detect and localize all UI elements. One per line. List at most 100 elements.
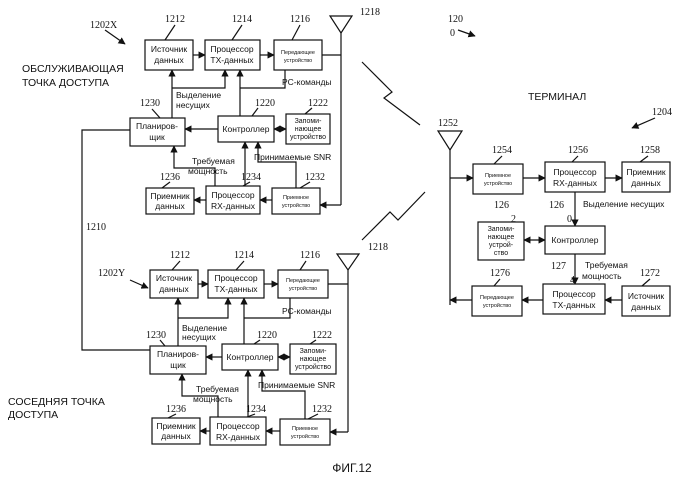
neighbor-ap-ref: 1202Y [98, 268, 125, 279]
serving-required-power-label-1: Требуемая [192, 156, 235, 166]
serving-tx-processor-leader [232, 25, 242, 40]
terminal-memory-label-4: ство [494, 250, 508, 257]
neighbor-rx-processor-label-1: Процессор [216, 421, 259, 431]
neighbor-controller-label: Контроллер [227, 352, 274, 362]
serving-data-sink-ref: 1236 [160, 172, 180, 183]
neighbor-data-source-label-1: Источник [156, 273, 193, 283]
serving-memory-label-2: нающее [295, 126, 322, 133]
terminal-data-source-leader [642, 279, 650, 286]
serving-rx-processor-label-1: Процессор [211, 190, 254, 200]
serving-controller-label: Контроллер [223, 124, 270, 134]
serving-rx-processor-ref: 1234 [241, 172, 261, 183]
terminal-rx-processor-ref: 1256 [568, 145, 588, 156]
terminal-receiver-label-2: устройство [484, 180, 512, 187]
neighbor-antenna-ref: 1218 [368, 242, 388, 253]
terminal-ref-arrow [632, 118, 655, 128]
neighbor-wireless-link-icon [362, 192, 425, 240]
terminal-ref: 1204 [652, 107, 672, 118]
wireless-links [362, 62, 425, 240]
neighbor-tx-processor-leader [236, 261, 244, 270]
terminal-antenna-icon [438, 131, 462, 150]
terminal-data-sink-ref: 1258 [640, 145, 660, 156]
terminal-tx-processor-label-2: TX-данных [552, 300, 596, 310]
neighbor-transmitter-leader [300, 261, 306, 270]
serving-antenna-ref: 1218 [360, 7, 380, 18]
serving-antenna-icon [330, 16, 352, 33]
neighbor-tx-processor-ref: 1214 [234, 250, 254, 261]
serving-access-point: ОБСЛУЖИВАЮЩАЯ ТОЧКА ДОСТУПА 1202X 1212 И… [22, 7, 380, 214]
serving-subcarrier-alloc-label-1: Выделение [176, 90, 221, 100]
terminal-required-power-label-2: мощность [582, 271, 622, 281]
serving-receiver-block [272, 188, 320, 214]
terminal-transmitter-label-2: устройство [483, 302, 511, 309]
neighbor-transmitter-label-2: устройство [289, 285, 317, 292]
neighbor-tx-processor-label-2: TX-данных [214, 284, 258, 294]
neighbor-data-sink-label-1: Приемник [156, 421, 196, 431]
neighbor-snr-to-controller-arrow [262, 370, 305, 419]
neighbor-memory-ref: 1222 [312, 330, 332, 341]
backhaul-line [82, 130, 150, 350]
serving-ap-ref: 1202X [90, 20, 118, 31]
serving-ap-title-2: ТОЧКА ДОСТУПА [22, 77, 109, 89]
serving-data-sink-label-2: данных [155, 201, 185, 211]
serving-data-source-label-2: данных [154, 55, 184, 65]
neighbor-scheduler-label-2: щик [170, 360, 186, 370]
neighbor-ap-title-1: СОСЕДНЯЯ ТОЧКА [8, 396, 105, 408]
terminal-receiver-ref: 1254 [492, 145, 512, 156]
serving-wireless-link-icon [362, 62, 420, 125]
neighbor-required-power-label-1: Требуемая [196, 384, 239, 394]
terminal-transmitter-leader [494, 279, 500, 286]
neighbor-memory-label-1: Запоми- [300, 348, 328, 355]
neighbor-transmitter-label-1: Передающее [286, 278, 320, 284]
neighbor-power-to-scheduler-arrow [182, 374, 218, 417]
terminal-receiver-leader [494, 156, 502, 164]
neighbor-data-source-ref: 1212 [170, 250, 190, 261]
serving-data-source-ref: 1212 [165, 14, 185, 25]
terminal-tx-processor-label-1: Процессор [552, 289, 595, 299]
serving-controller-ref: 1220 [255, 98, 275, 109]
neighbor-memory-label-3: устройство [295, 363, 331, 371]
terminal-title: ТЕРМИНАЛ [528, 91, 586, 103]
serving-pc-commands-line [240, 70, 285, 88]
serving-transmitter-leader [292, 25, 300, 40]
terminal-required-power-label-1: Требуемая [585, 260, 628, 270]
serving-tx-processor-label-1: Процессор [210, 44, 253, 54]
terminal-transmitter-label-1: Передающее [480, 295, 514, 301]
terminal-data-source-label-2: данных [631, 302, 661, 312]
serving-rx-processor-label-2: RX-данных [211, 201, 256, 211]
figure-caption: ФИГ.12 [332, 461, 372, 475]
neighbor-access-point: СОСЕДНЯЯ ТОЧКА ДОСТУПА 1202Y 1212 Источн… [8, 242, 388, 445]
serving-receiver-label-2: устройство [282, 202, 310, 209]
terminal-data-source-ref: 1272 [640, 268, 660, 279]
terminal-rx-processor-label-1: Процессор [553, 167, 596, 177]
serving-tx-processor-ref: 1214 [232, 14, 252, 25]
neighbor-controller-ref: 1220 [257, 330, 277, 341]
serving-memory-label-1: Запоми- [295, 118, 323, 125]
neighbor-receiver-block [280, 419, 330, 445]
neighbor-ap-title-2: ДОСТУПА [8, 409, 58, 421]
terminal-tx-processor-ref: 127 [551, 261, 566, 272]
neighbor-data-sink-label-2: данных [161, 431, 191, 441]
serving-data-source-label-1: Источник [151, 44, 188, 54]
neighbor-subcarrier-alloc-label-2: несущих [182, 332, 217, 342]
neighbor-memory-label-2: нающее [300, 356, 327, 363]
neighbor-alloc-to-tx-arrow [178, 298, 228, 318]
backhaul-link: 1210 [82, 130, 150, 350]
neighbor-rx-processor-ref: 1234 [246, 404, 266, 415]
serving-subcarrier-alloc-label-2: несущих [176, 100, 211, 110]
serving-scheduler-ref: 1230 [140, 98, 160, 109]
neighbor-tx-processor-label-1: Процессор [214, 273, 257, 283]
neighbor-data-sink-ref: 1236 [166, 404, 186, 415]
terminal-rx-processor-label-2: RX-данных [553, 178, 598, 188]
serving-snr-to-controller-arrow [258, 142, 296, 188]
system-ref-arrow [458, 30, 475, 36]
neighbor-receiver-label-1: Приемное [292, 426, 318, 432]
neighbor-receiver-ref: 1232 [312, 404, 332, 415]
terminal-transmitter-ref: 1276 [490, 268, 510, 279]
serving-transmitter-ref: 1216 [290, 14, 310, 25]
serving-receiver-ref: 1232 [305, 172, 325, 183]
serving-controller-leader [252, 108, 258, 116]
terminal-data-source-label-1: Источник [628, 291, 665, 301]
serving-transmitter-label-1: Передающее [281, 50, 315, 56]
neighbor-antenna-icon [337, 254, 359, 270]
